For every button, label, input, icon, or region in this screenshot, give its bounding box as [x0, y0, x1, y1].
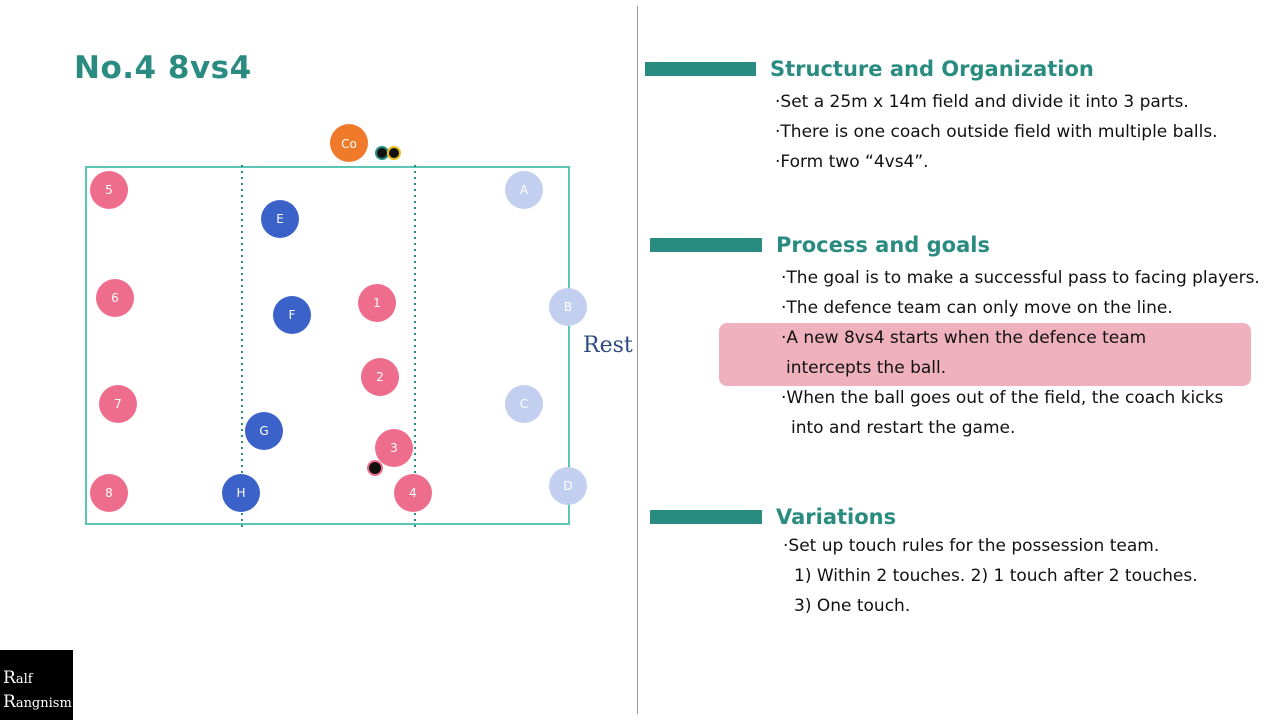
structure-line: ·Form two “4vs4”.	[775, 152, 929, 172]
defender-e: E	[261, 200, 299, 238]
vertical-divider	[637, 6, 638, 714]
rest-player-d: D	[549, 467, 587, 505]
logo: Ralf Rangnism	[0, 650, 73, 720]
process-line: ·The defence team can only move on the l…	[781, 298, 1173, 318]
ball-icon	[375, 146, 389, 160]
coach-marker: Co	[330, 124, 368, 162]
drill-diagram: Co 5 6 7 8 1 2 3 4 E F G H A B C D	[85, 124, 587, 527]
defender-label: H	[236, 486, 245, 500]
defender-g: G	[245, 412, 283, 450]
structure-line: ·Set a 25m x 14m field and divide it int…	[775, 92, 1189, 112]
ball-icon	[387, 146, 401, 160]
defender-label: G	[259, 424, 268, 438]
attacker-6: 6	[96, 279, 134, 317]
attacker-label: 1	[373, 296, 381, 310]
process-line: ·When the ball goes out of the field, th…	[781, 388, 1224, 408]
attacker-label: 3	[390, 441, 398, 455]
attacker-5: 5	[90, 171, 128, 209]
defender-label: E	[276, 212, 284, 226]
rest-player-c: C	[505, 385, 543, 423]
defender-label: F	[289, 308, 296, 322]
structure-line: ·There is one coach outside field with m…	[775, 122, 1218, 142]
process-line: into and restart the game.	[791, 418, 1016, 438]
rest-label: Rest	[583, 333, 633, 358]
attacker-label: 6	[111, 291, 119, 305]
section-heading-process: Process and goals	[776, 233, 990, 257]
attacker-label: 7	[114, 397, 122, 411]
attacker-7: 7	[99, 385, 137, 423]
attacker-label: 5	[105, 183, 113, 197]
attacker-label: 4	[409, 486, 417, 500]
highlight-box	[719, 323, 1251, 386]
section-bar-structure	[645, 62, 756, 76]
ball-icon	[367, 460, 383, 476]
attacker-label: 8	[105, 486, 113, 500]
variations-line: ·Set up touch rules for the possession t…	[783, 536, 1160, 556]
process-line-highlighted: ·A new 8vs4 starts when the defence team	[781, 328, 1147, 348]
page-title: No.4 8vs4	[74, 50, 252, 86]
rest-player-a: A	[505, 171, 543, 209]
section-bar-process	[650, 238, 762, 252]
coach-label: Co	[341, 137, 357, 151]
attacker-3: 3	[375, 429, 413, 467]
variations-line: 3) One touch.	[794, 596, 911, 616]
attacker-8: 8	[90, 474, 128, 512]
attacker-2: 2	[361, 358, 399, 396]
rest-player-label: C	[520, 397, 528, 411]
process-line-highlighted: intercepts the ball.	[786, 358, 947, 378]
rest-player-label: B	[564, 300, 572, 314]
variations-line: 1) Within 2 touches. 2) 1 touch after 2 …	[794, 566, 1198, 586]
attacker-4: 4	[394, 474, 432, 512]
section-bar-variations	[650, 510, 762, 524]
attacker-1: 1	[358, 284, 396, 322]
section-heading-variations: Variations	[776, 505, 897, 529]
attacker-label: 2	[376, 370, 384, 384]
defender-h: H	[222, 474, 260, 512]
defender-f: F	[273, 296, 311, 334]
section-heading-structure: Structure and Organization	[770, 57, 1094, 81]
process-line: ·The goal is to make a successful pass t…	[781, 268, 1260, 288]
rest-player-label: D	[563, 479, 572, 493]
rest-player-b: B	[549, 288, 587, 326]
field-boundary	[85, 166, 570, 525]
rest-player-label: A	[520, 183, 529, 197]
